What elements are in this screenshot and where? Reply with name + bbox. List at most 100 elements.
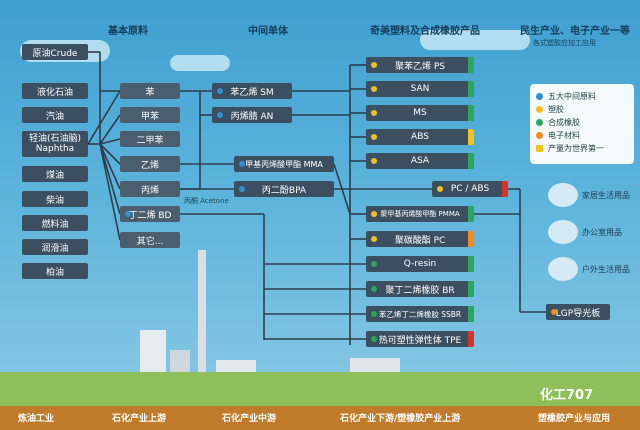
connector bbox=[99, 143, 121, 165]
green-dot-icon bbox=[371, 311, 377, 317]
basic-label: 甲苯 bbox=[140, 111, 159, 122]
arrow-tag bbox=[468, 306, 474, 322]
blue-dot-icon bbox=[217, 88, 223, 94]
tower bbox=[198, 250, 206, 406]
source-kerosene: 煤油 bbox=[22, 166, 88, 182]
legend-item: 产量为世界第一 bbox=[536, 142, 628, 155]
source-label: 煤油 bbox=[45, 170, 64, 181]
yellow-dot-icon bbox=[371, 211, 377, 217]
basic-label: 丙烯 bbox=[140, 185, 159, 196]
blue-dot-icon bbox=[125, 211, 131, 217]
yellow-dot-icon bbox=[371, 110, 377, 116]
office-icon bbox=[548, 220, 578, 244]
source-asphalt: 柏油 bbox=[22, 263, 88, 279]
header-products: 奇美塑料及合成橡胶产品 bbox=[370, 26, 480, 37]
product-asa: ASA bbox=[366, 153, 474, 169]
source-label: 润滑油 bbox=[41, 243, 69, 254]
mono-mma: 甲基丙烯酸甲酯 MMA bbox=[234, 156, 334, 172]
legend-item: 电子材料 bbox=[536, 129, 628, 142]
blue-dot-icon bbox=[239, 161, 245, 167]
basic-label: 二甲苯 bbox=[136, 135, 164, 146]
yellow-dot-icon bbox=[371, 134, 377, 140]
yellow-dot-icon bbox=[437, 186, 443, 192]
source-label: 柏油 bbox=[45, 267, 64, 278]
stage-upstream: 石化产业上游 bbox=[112, 414, 167, 424]
product-ms: MS bbox=[366, 105, 474, 121]
product-abs: ABS bbox=[366, 129, 474, 145]
basic-ethylene: 乙烯 bbox=[120, 156, 180, 172]
connector bbox=[99, 114, 121, 145]
basic-benzene: 苯 bbox=[120, 83, 180, 99]
legend-label: 塑胶 bbox=[548, 105, 564, 114]
product-q-resin: Q-resin bbox=[366, 256, 474, 272]
arrow-tag bbox=[468, 129, 474, 145]
yellow-dot-icon bbox=[371, 86, 377, 92]
legend-item: 塑胶 bbox=[536, 103, 628, 116]
use-office: 办公室用品 bbox=[582, 228, 622, 237]
arrow-tag bbox=[468, 256, 474, 272]
orange-dot-icon bbox=[551, 309, 557, 315]
basic-butadiene: 丁二烯 BD bbox=[120, 206, 180, 222]
basic-toluene: 甲苯 bbox=[120, 107, 180, 123]
stage-application: 塑橡胶产业与应用 bbox=[538, 414, 611, 424]
acetone-label: 丙酮 Acetone bbox=[184, 197, 229, 205]
product-ps: 聚苯乙烯 PS bbox=[366, 57, 474, 73]
product-label: 热可塑性弹性体 TPE bbox=[378, 335, 462, 346]
arrow-tag bbox=[468, 331, 474, 347]
blue-dot-icon bbox=[536, 93, 543, 100]
product-tpe: 热可塑性弹性体 TPE bbox=[366, 331, 474, 347]
basic-xylene: 二甲苯 bbox=[120, 131, 180, 147]
yellow-dot-icon bbox=[371, 236, 377, 242]
use-outdoor: 户外生活用品 bbox=[582, 265, 630, 274]
arrow-tag bbox=[502, 181, 508, 197]
watermark: 化工707 bbox=[540, 388, 594, 403]
product-label: SAN bbox=[410, 84, 430, 94]
header-raw: 基本原料 bbox=[108, 26, 148, 37]
source-label: 轻油(石油脑) Naphtha bbox=[28, 134, 82, 154]
source-naphtha: 轻油(石油脑) Naphtha bbox=[22, 131, 88, 157]
source-label: 原油Crude bbox=[32, 48, 78, 59]
source-lpg: 液化石油 bbox=[22, 83, 88, 99]
product-br: 聚丁二烯橡胶 BR bbox=[366, 281, 474, 297]
source-lubricant: 润滑油 bbox=[22, 239, 88, 255]
legend-item: 合成橡胶 bbox=[536, 116, 628, 129]
mono-label: 甲基丙烯酸甲酯 MMA bbox=[245, 159, 323, 169]
mono-sm: 苯乙烯 SM bbox=[212, 83, 292, 99]
blue-dot-icon bbox=[217, 112, 223, 118]
basic-label: 乙烯 bbox=[140, 160, 159, 171]
source-label: 汽油 bbox=[45, 111, 64, 122]
yellow-dot-icon bbox=[536, 106, 543, 113]
product-san: SAN bbox=[366, 81, 474, 97]
product-label: ASA bbox=[410, 156, 430, 166]
bottom-band bbox=[0, 406, 640, 430]
legend-label: 电子材料 bbox=[548, 131, 580, 140]
use-home: 家居生活用品 bbox=[582, 191, 630, 200]
source-gasoline: 汽油 bbox=[22, 107, 88, 123]
product-lgp: LGP导光板 bbox=[546, 304, 610, 320]
arrow-tag bbox=[468, 81, 474, 97]
cloud bbox=[170, 55, 230, 71]
legend-label: 五大中间原料 bbox=[548, 92, 596, 101]
basic-label: 其它... bbox=[136, 236, 164, 247]
basic-propylene: 丙烯 bbox=[120, 181, 180, 197]
header-mono: 中间单体 bbox=[248, 26, 288, 37]
connector bbox=[87, 90, 121, 145]
source-label: 燃料油 bbox=[41, 219, 69, 230]
yellow-dot-icon bbox=[371, 62, 377, 68]
legend: 五大中间原料 塑胶 合成橡胶 电子材料 产量为世界第一 bbox=[530, 84, 634, 164]
product-pmma: 聚甲基丙烯酸甲酯 PMMA bbox=[366, 206, 474, 222]
product-label: 苯乙烯丁二烯橡胶 SSBR bbox=[378, 309, 462, 319]
stage-downstream: 石化产业下游/塑橡胶产业上游 bbox=[340, 414, 461, 424]
blue-dot-icon bbox=[239, 186, 245, 192]
product-ssbr: 苯乙烯丁二烯橡胶 SSBR bbox=[366, 306, 474, 322]
basic-label: 苯 bbox=[145, 87, 155, 98]
product-pc: 聚碳酸酯 PC bbox=[366, 231, 474, 247]
product-label: ABS bbox=[411, 132, 429, 142]
green-dot-icon bbox=[536, 119, 543, 126]
arrow-tag bbox=[468, 206, 474, 222]
header-consumer-sub: 各式塑胶应加工应用 bbox=[533, 39, 596, 47]
stage-refining: 炼油工业 bbox=[18, 414, 55, 424]
source-fuel-oil: 燃料油 bbox=[22, 215, 88, 231]
product-label: 聚甲基丙烯酸甲酯 PMMA bbox=[380, 210, 460, 218]
